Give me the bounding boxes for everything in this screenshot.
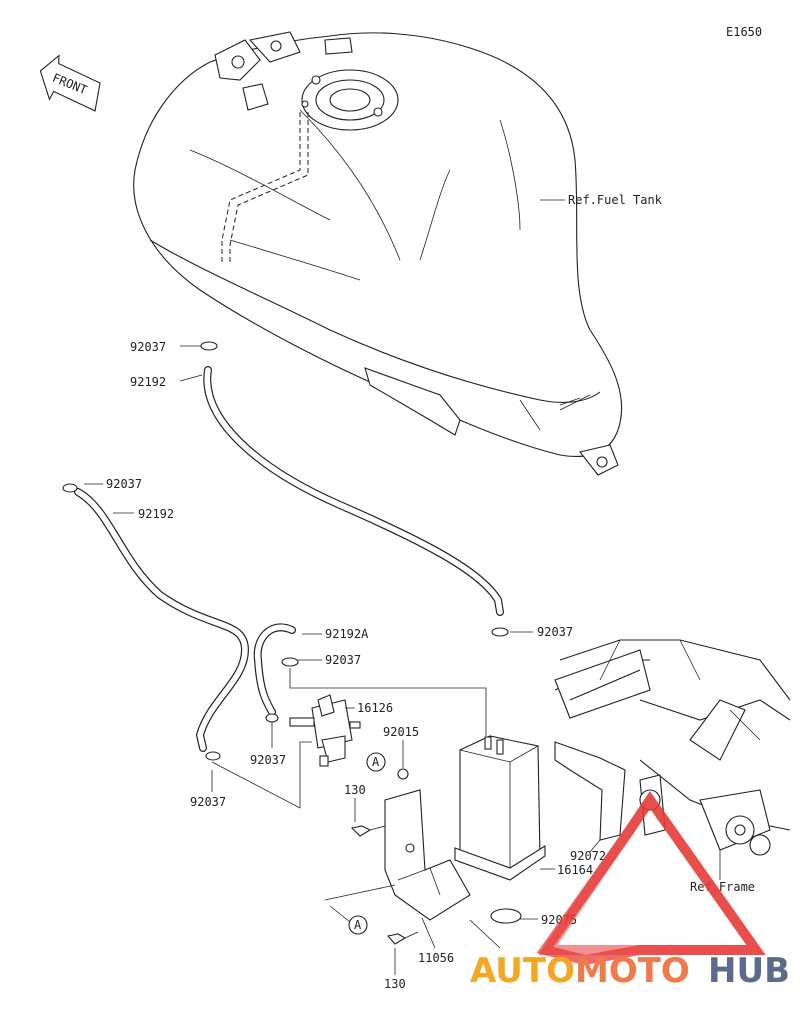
- part-label-bolt-upper: 130: [344, 783, 366, 797]
- callout-a-marker: [348, 915, 368, 935]
- front-arrow-icon: FRONT: [39, 54, 101, 112]
- part-label-hose-left: 92192: [138, 507, 174, 521]
- solenoid-valve-drawing: [289, 694, 361, 767]
- bracket-92072-drawing: [554, 741, 626, 841]
- part-label-canister: 16164: [557, 863, 593, 877]
- clamp-icon: [491, 627, 509, 637]
- part-label-nut: 92015: [383, 725, 419, 739]
- watermark-moto: MOTO: [575, 951, 690, 991]
- canister-drawing: [454, 735, 546, 881]
- part-label-clamp-left: 92037: [106, 477, 142, 491]
- part-label-hose-top: 92192: [130, 375, 166, 389]
- part-label-bolt-lower: 130: [384, 977, 406, 991]
- watermark-logo: AUTO MOTO HUB: [470, 791, 790, 991]
- clamp-icon: [281, 657, 299, 667]
- nut-icon: [397, 768, 409, 780]
- bolt-icon: [386, 933, 407, 945]
- part-label-hose-short: 92192A: [325, 627, 369, 641]
- clamp-icon: [200, 341, 218, 351]
- clamp-icon: [62, 483, 78, 493]
- part-label-clamp-short: 92037: [325, 653, 361, 667]
- bracket-11056-drawing: [384, 789, 471, 921]
- watermark-auto: AUTO: [470, 951, 575, 991]
- hose-92192-top: [203, 366, 504, 616]
- ref-frame-label: Ref.Frame: [690, 880, 755, 894]
- part-label-bracket-right: 92072: [570, 849, 606, 863]
- clamp-icon: [205, 751, 221, 761]
- part-label-clamp-lower-left: 92037: [190, 795, 226, 809]
- clamp-icon: [265, 713, 279, 723]
- callout-a-label-1: A: [372, 755, 380, 769]
- part-label-bracket-main: 11056: [418, 951, 454, 965]
- cap-92075-drawing: [490, 908, 522, 924]
- bolt-icon: [350, 825, 372, 837]
- diagram-code: E1650: [726, 25, 762, 39]
- watermark-hub: HUB: [708, 951, 790, 991]
- frame-drawing: [554, 639, 791, 856]
- callout-a-label-2: A: [354, 918, 362, 932]
- ref-fuel-tank-label: Ref.Fuel Tank: [568, 193, 663, 207]
- fuel-tank-drawing: [133, 31, 623, 476]
- hose-92192a-short: [253, 623, 296, 716]
- part-label-clamp-top: 92037: [130, 340, 166, 354]
- hose-92192-left: [74, 488, 249, 752]
- part-label-clamp-canister-top: 92037: [537, 625, 573, 639]
- part-label-clamp-valve: 92037: [250, 753, 286, 767]
- part-label-valve: 16126: [357, 701, 393, 715]
